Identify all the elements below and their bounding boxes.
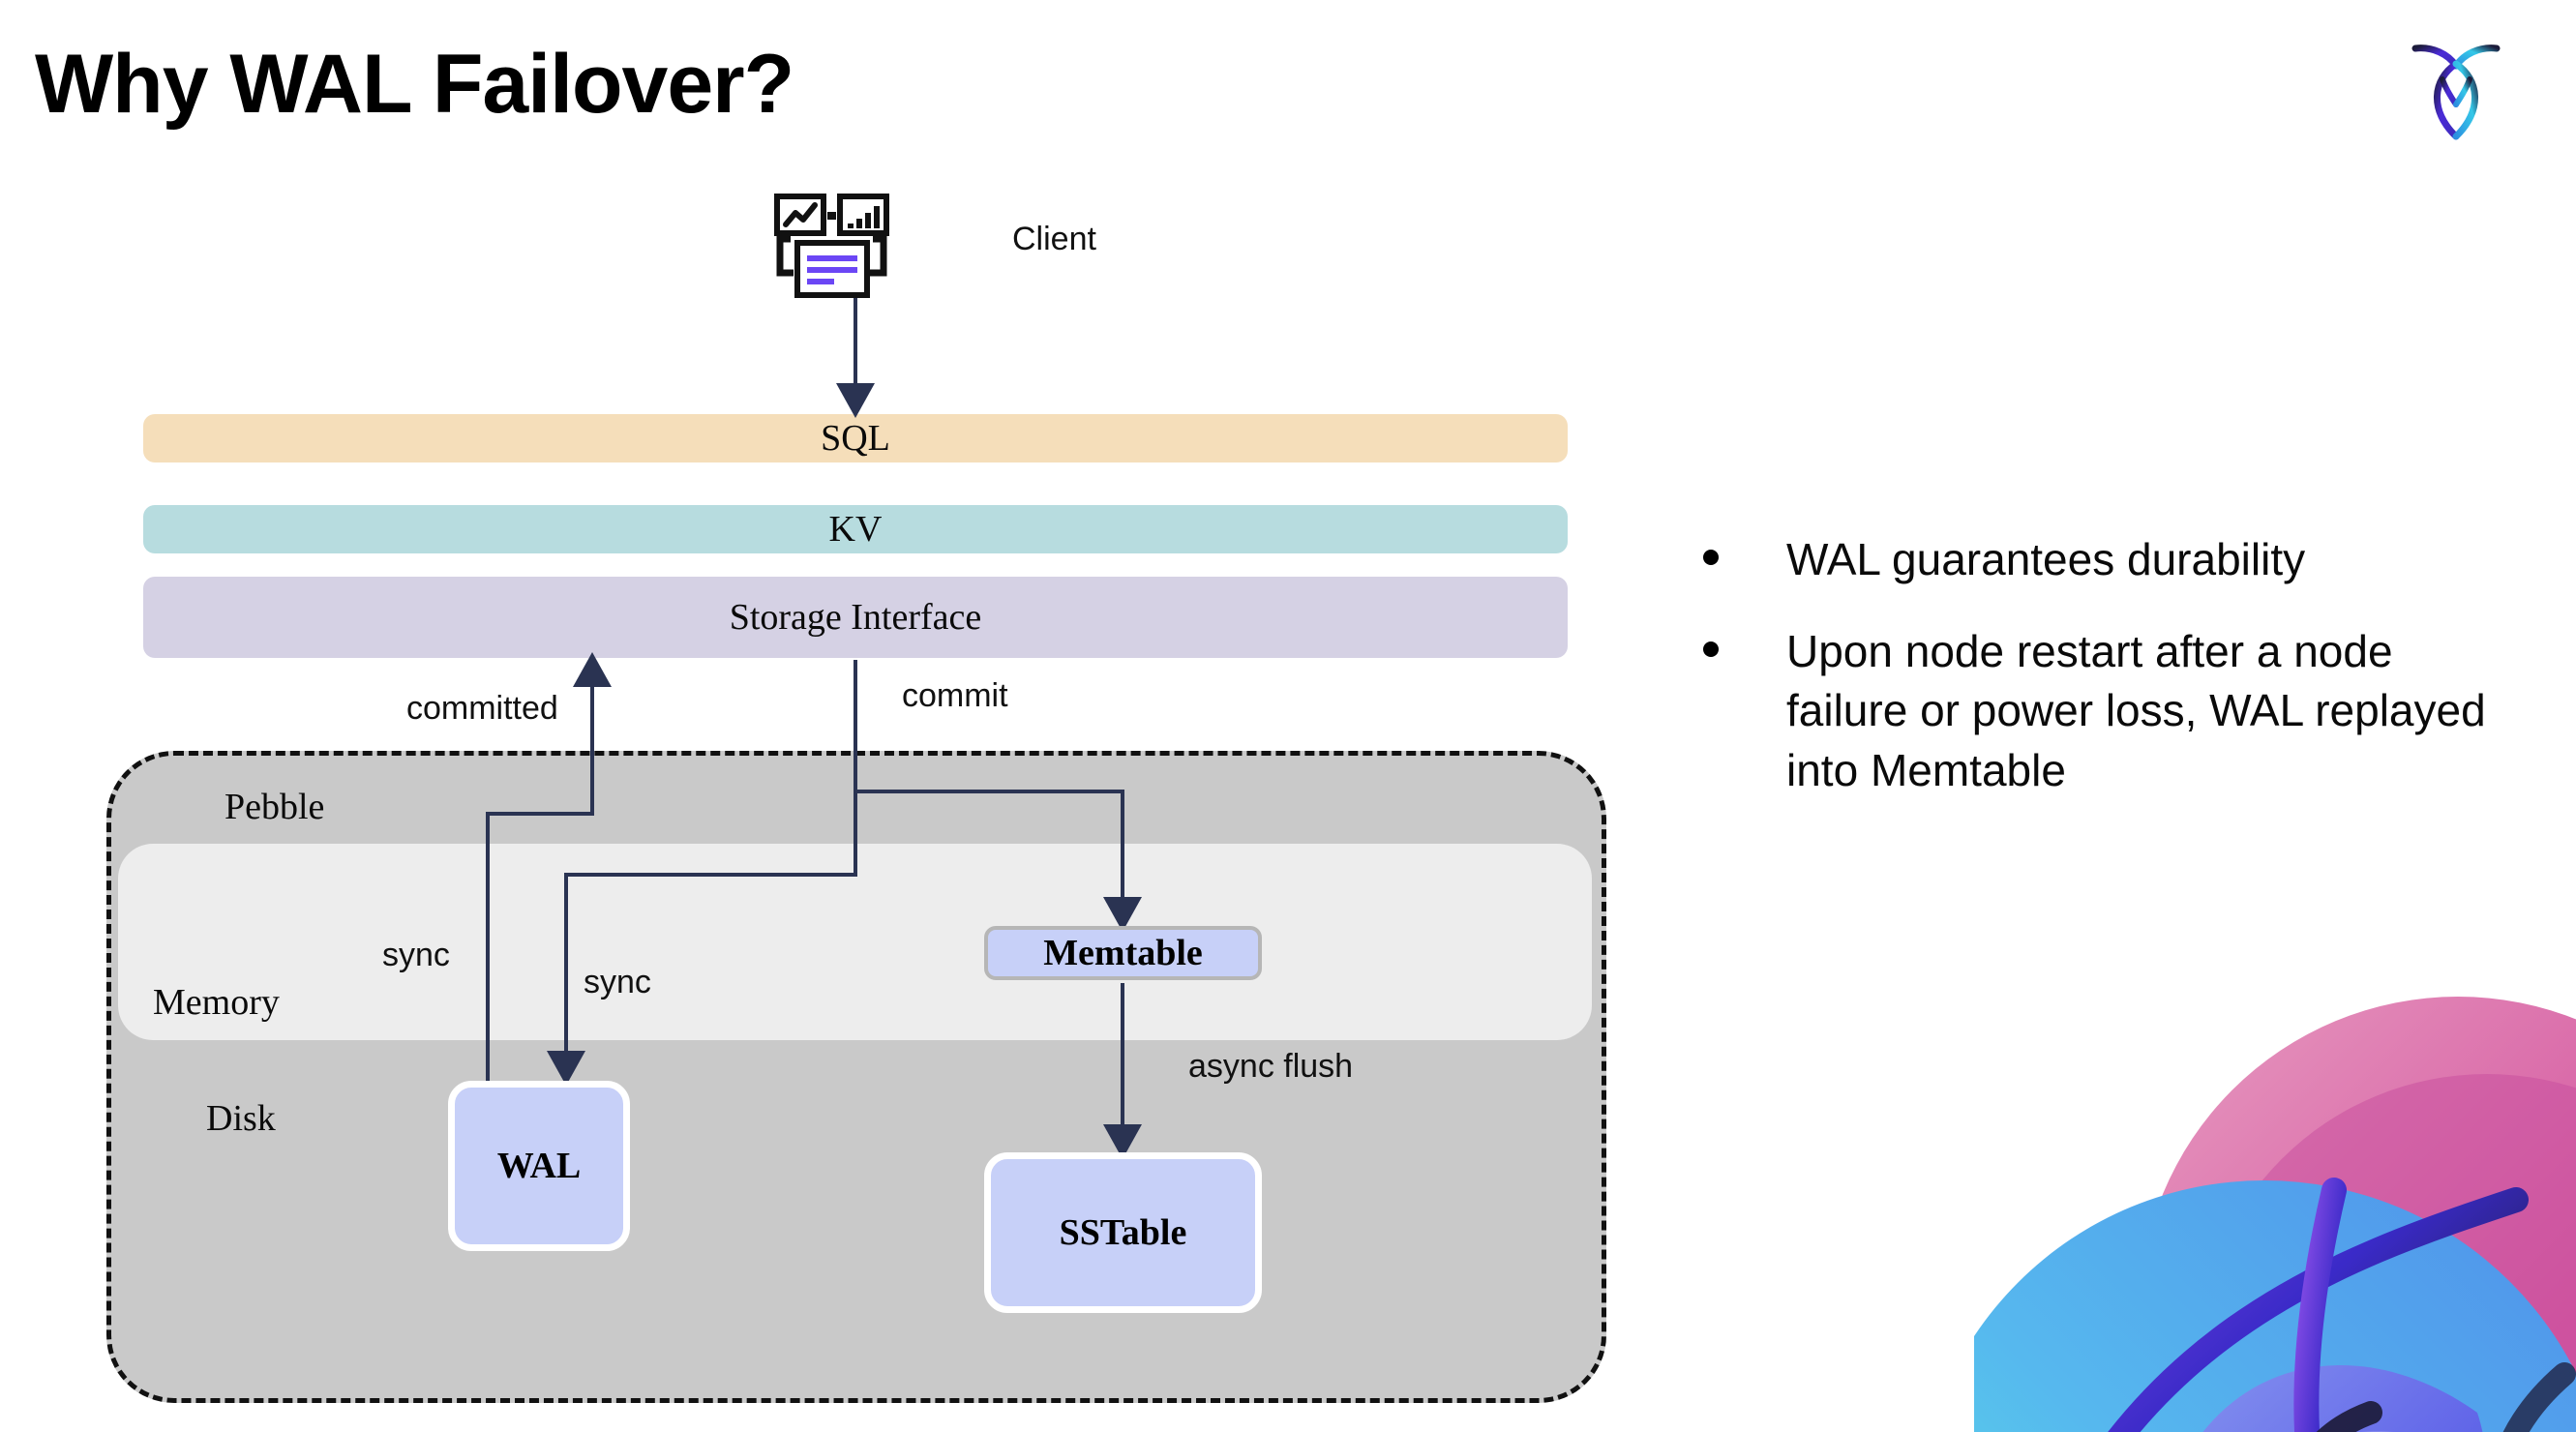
edge-label-commit: commit — [902, 677, 1008, 714]
page-title: Why WAL Failover? — [35, 38, 794, 131]
bullet-list: WAL guarantees durability Upon node rest… — [1703, 530, 2516, 833]
client-label: Client — [1012, 221, 1096, 257]
disk-label: Disk — [206, 1098, 276, 1139]
bullet-text: Upon node restart after a node failure o… — [1786, 626, 2486, 795]
layer-kv-label: KV — [828, 509, 883, 550]
memory-label: Memory — [153, 982, 280, 1023]
list-item: Upon node restart after a node failure o… — [1703, 622, 2516, 800]
edge-label-async-flush: async flush — [1188, 1048, 1354, 1085]
edge-label-committed: committed — [406, 690, 558, 727]
edge-label-sync-right: sync — [584, 964, 651, 1000]
layer-sql: SQL — [143, 414, 1568, 462]
memory-region — [118, 844, 1592, 1040]
node-sstable: SSTable — [984, 1152, 1262, 1313]
bullet-text: WAL guarantees durability — [1786, 534, 2306, 584]
pebble-label: Pebble — [225, 787, 325, 827]
node-sstable-label: SSTable — [1059, 1212, 1187, 1253]
client-dashboard-icon — [774, 194, 929, 300]
layer-sql-label: SQL — [821, 418, 890, 459]
cockroachdb-logo-icon — [2408, 35, 2504, 147]
layer-storage-interface-label: Storage Interface — [729, 597, 982, 638]
layer-storage-interface: Storage Interface — [143, 577, 1568, 658]
node-memtable-label: Memtable — [1043, 933, 1203, 973]
layer-kv: KV — [143, 505, 1568, 553]
list-item: WAL guarantees durability — [1703, 530, 2516, 589]
cockroachdb-gradient-mark-icon — [1974, 910, 2576, 1432]
edge-label-sync-left: sync — [382, 937, 450, 973]
bullet-dot-icon — [1703, 641, 1719, 658]
node-wal: WAL — [448, 1081, 630, 1251]
bullet-dot-icon — [1703, 550, 1719, 565]
node-memtable: Memtable — [984, 926, 1262, 980]
node-wal-label: WAL — [496, 1146, 582, 1186]
